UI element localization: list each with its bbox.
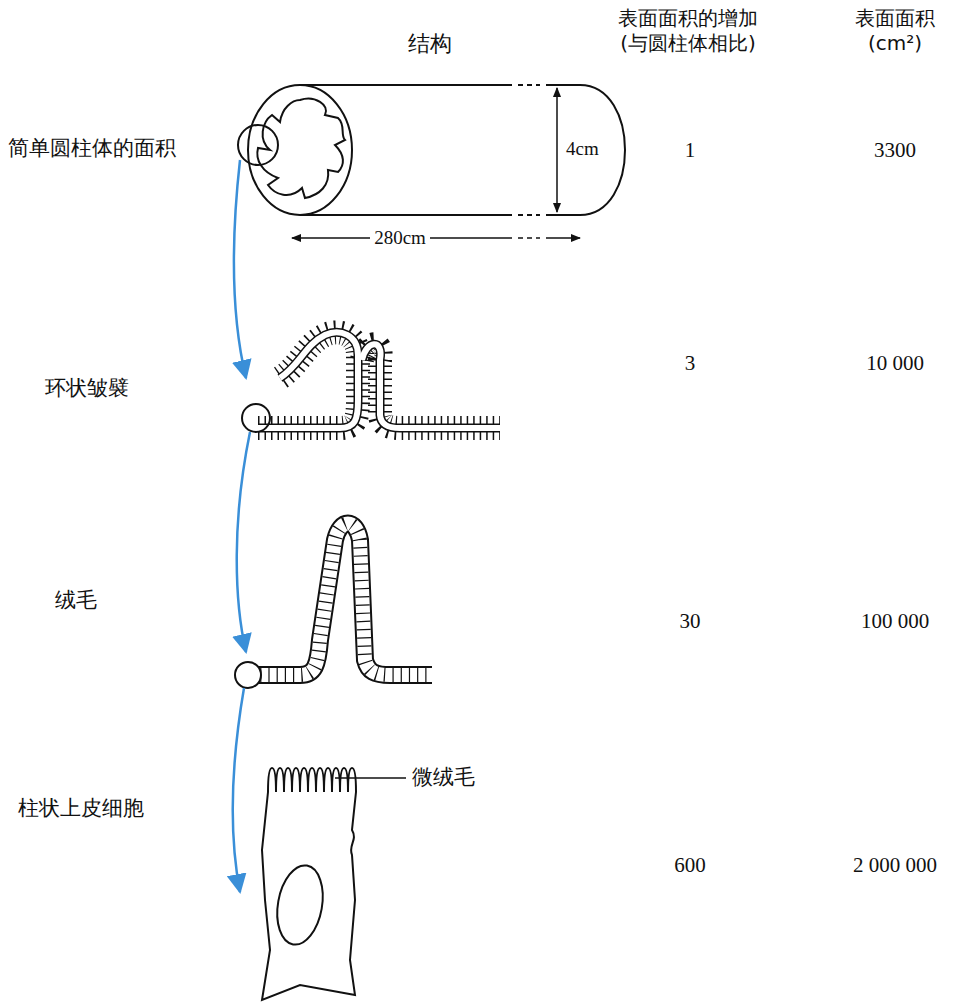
- circular-folds: [242, 332, 500, 432]
- zoom-arrows: [233, 160, 250, 892]
- value-cell: 600: [674, 852, 706, 878]
- column-heading: 表面面积的增加 (与圆柱体相比): [611, 6, 766, 56]
- column-heading: 表面面积 (cm²): [845, 6, 945, 56]
- value-cell: 10 000: [866, 350, 924, 376]
- value-cell: 1: [685, 137, 696, 163]
- epithelial-cell: [262, 768, 406, 1000]
- value-cell: 3: [685, 350, 696, 376]
- villus: [235, 524, 432, 689]
- value-cell: 3300: [874, 137, 916, 163]
- cylinder: [238, 85, 625, 215]
- row-label: 绒毛: [55, 587, 97, 613]
- value-cell: 100 000: [861, 608, 929, 634]
- column-heading: 结构: [408, 30, 452, 58]
- row-label: 简单圆柱体的面积: [8, 135, 176, 161]
- dimension-lines: [292, 88, 580, 238]
- row-label: 环状皱襞: [45, 375, 129, 401]
- value-cell: 30: [680, 608, 701, 634]
- dimension: 280cm: [370, 226, 430, 250]
- value-cell: 2 000 000: [853, 852, 937, 878]
- row-label: 柱状上皮细胞: [18, 795, 144, 821]
- part-label: 微绒毛: [412, 764, 475, 790]
- dimension: 4cm: [566, 137, 599, 161]
